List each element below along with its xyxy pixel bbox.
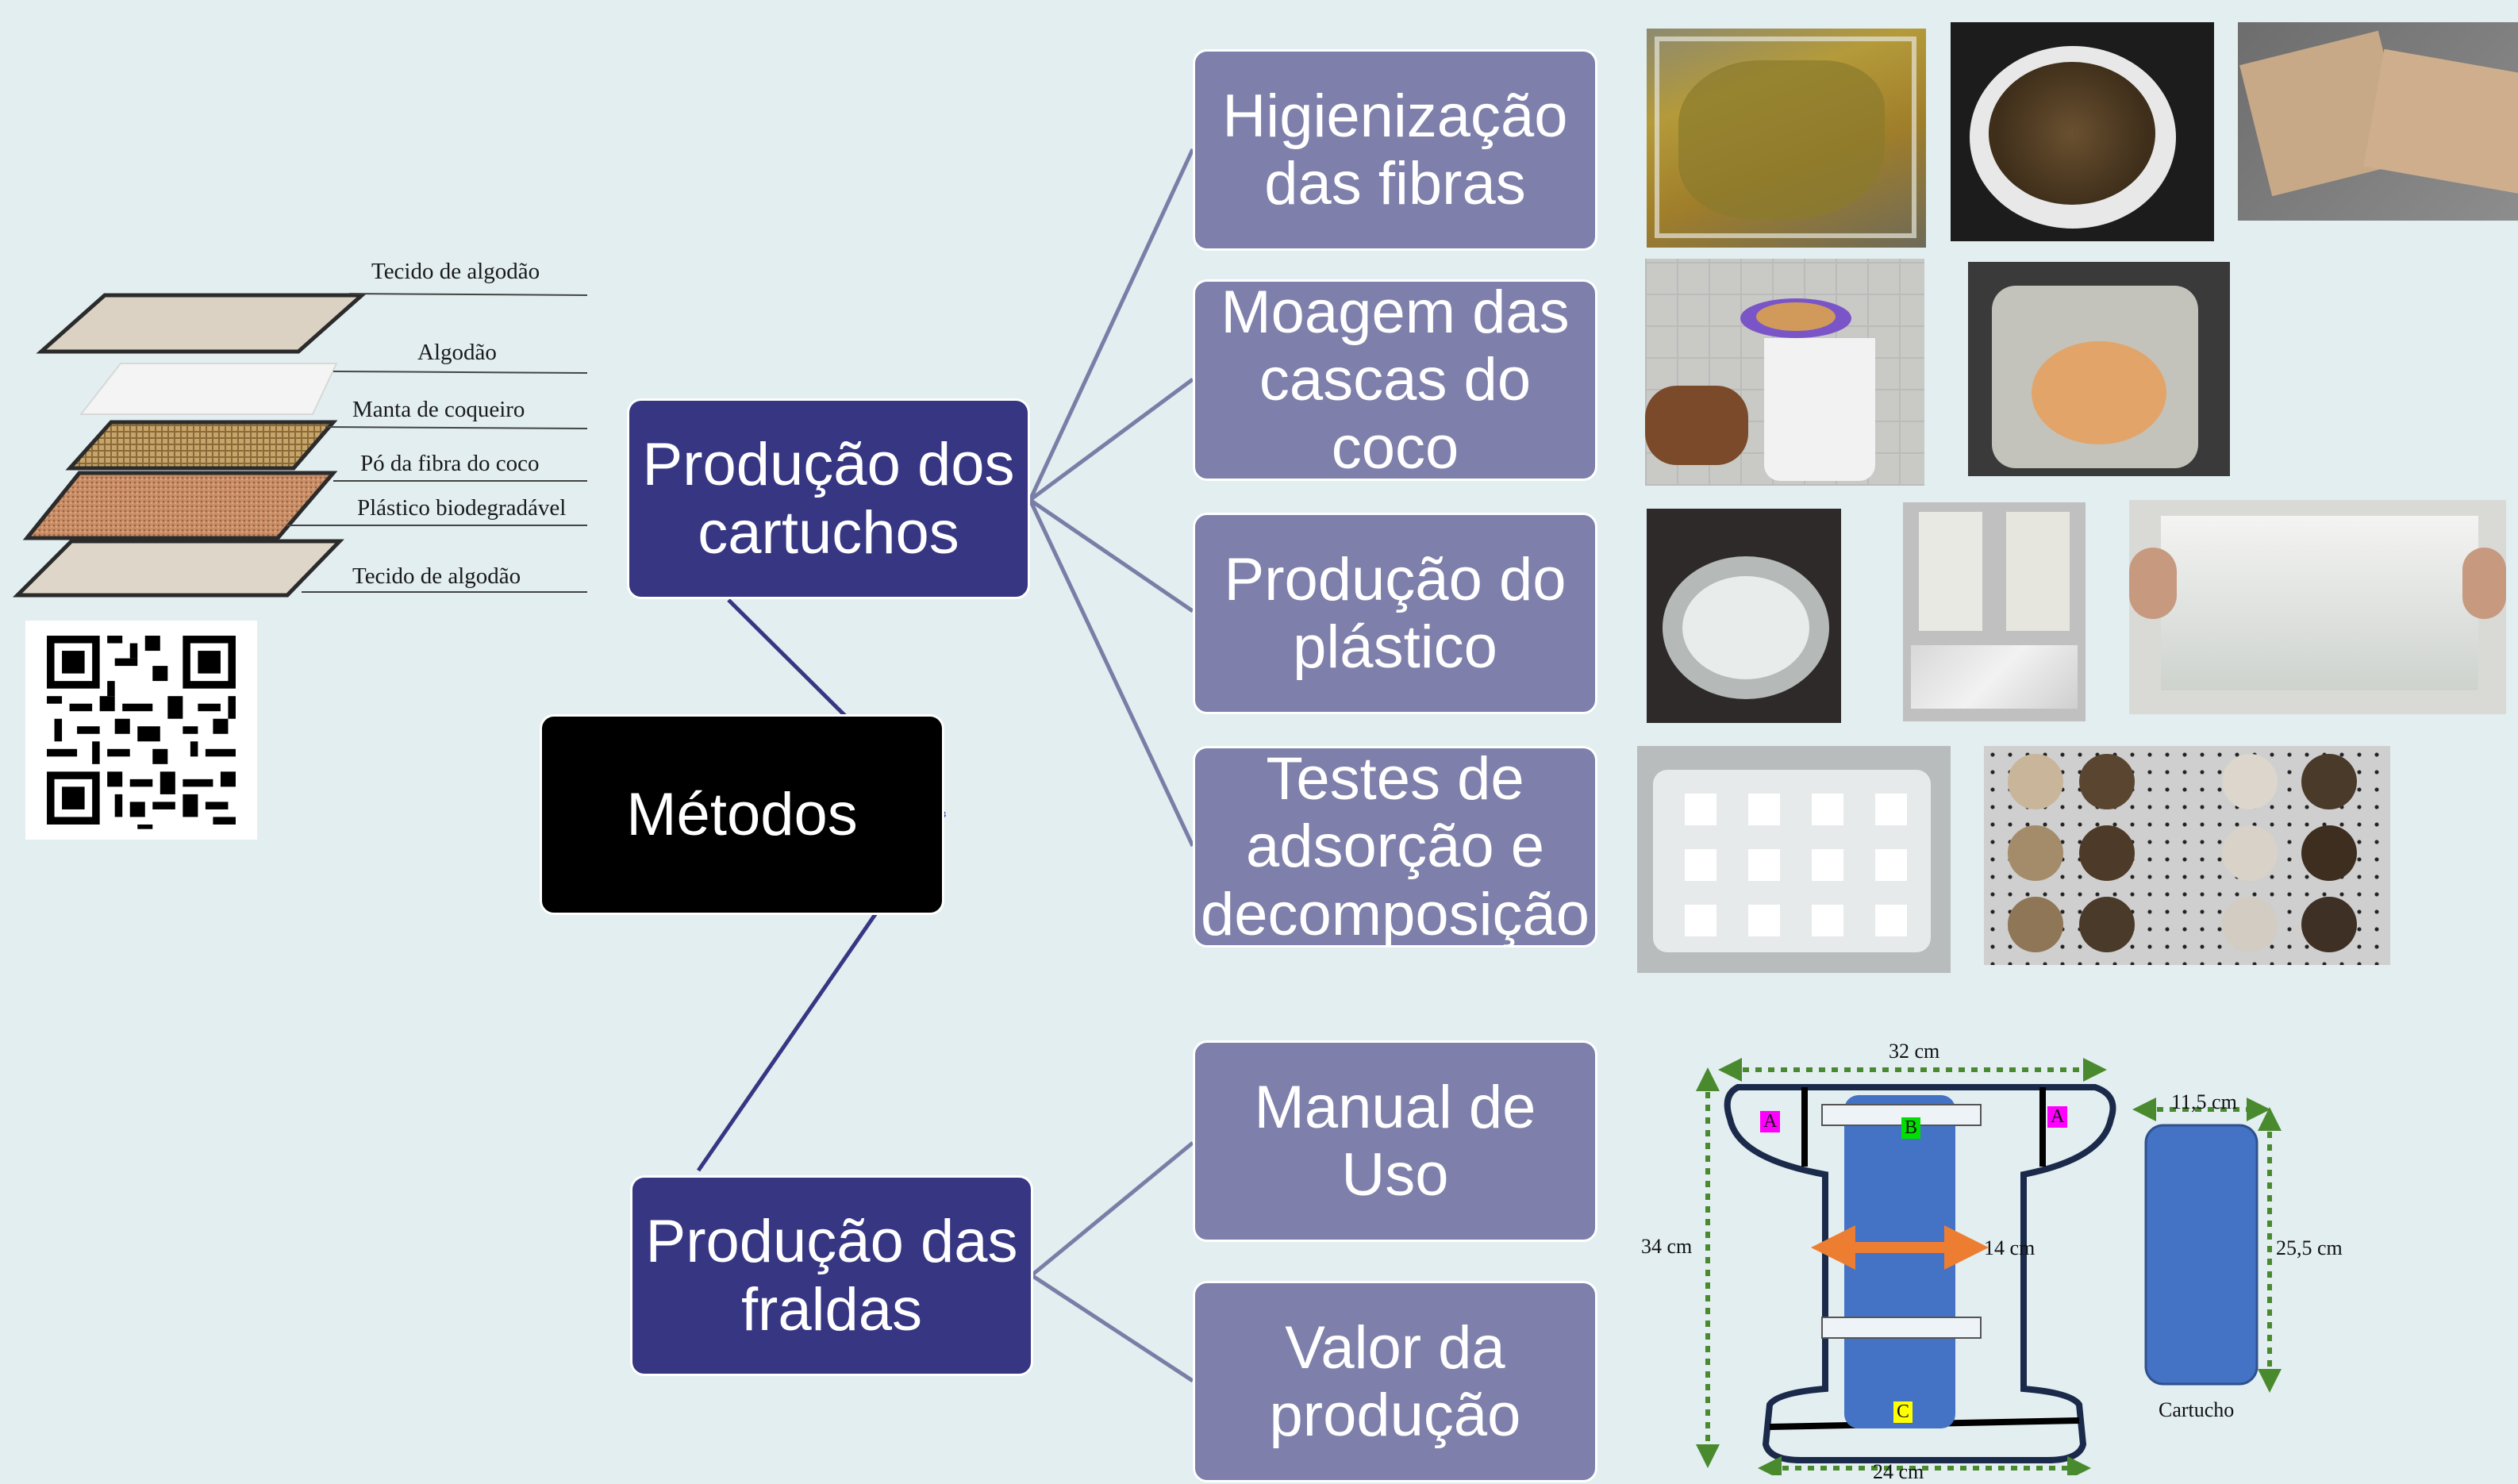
- photo-plastic-mixture-pan: [1647, 509, 1841, 723]
- layer-label-coconut-fiber-powder: Pó da fibra do coco: [360, 451, 540, 476]
- diaper-zone-c: C: [1893, 1401, 1913, 1423]
- photo-plastic-film: [2129, 500, 2506, 714]
- step-adsorption-decomposition-tests: Testes de adsorção e decomposição: [1193, 745, 1597, 948]
- layer-label-coconut-mat: Manta de coqueiro: [352, 397, 525, 422]
- diaper-height-label: 34 cm: [1641, 1235, 1693, 1258]
- layer-label-cotton: Algodão: [417, 340, 497, 365]
- diaper-production-box: Produção das fraldas: [630, 1175, 1033, 1376]
- step-coconut-husk-grinding: Moagem das cascas do coco: [1193, 279, 1597, 482]
- step-fiber-sanitization: Higienização das fibras: [1193, 49, 1597, 251]
- cartridge-width-label: 11,5 cm: [2171, 1090, 2237, 1113]
- diaper-outline-drawing: [1696, 1058, 2282, 1480]
- diaper-width-top-label: 32 cm: [1889, 1040, 1940, 1063]
- layer-label-top-fabric: Tecido de algodão: [371, 259, 540, 284]
- photo-fibers-in-colander: [1951, 22, 2214, 241]
- photo-sieving-powder: [1645, 259, 1924, 486]
- step-user-manual: Manual de Uso: [1193, 1040, 1597, 1242]
- photo-decomposition-petri-dishes: [1984, 746, 2390, 965]
- cartridge-caption: Cartucho: [2159, 1398, 2235, 1421]
- diaper-schematic: 32 cm 34 cm 14 cm 24 cm A A B C 11,5 cm …: [1619, 1032, 2365, 1483]
- cartridge-height-label: 25,5 cm: [2276, 1236, 2343, 1259]
- step-plastic-production: Produção do plástico: [1193, 513, 1597, 714]
- diaper-width-bottom-label: 24 cm: [1873, 1460, 1924, 1483]
- qr-code-pattern: [47, 636, 236, 829]
- photo-adsorption-samples-tray: [1637, 746, 1951, 973]
- photo-fibers-in-water: [1647, 29, 1926, 248]
- diaper-zone-b: B: [1901, 1117, 1921, 1139]
- photo-powder-in-beaker: [1968, 262, 2230, 476]
- diaper-zone-a-left: A: [1760, 1111, 1781, 1132]
- diaper-zone-a-right: A: [2047, 1106, 2068, 1128]
- qr-code[interactable]: [25, 621, 257, 840]
- layer-stack-illustration: [12, 293, 588, 598]
- step-production-cost: Valor da produção: [1193, 1281, 1597, 1482]
- photo-dried-fiber-sheets: [2238, 22, 2518, 221]
- photo-plastic-strips: [1903, 502, 2086, 721]
- layer-label-bottom-fabric: Tecido de algodão: [352, 563, 521, 589]
- diaper-inner-width-label: 14 cm: [1984, 1236, 2036, 1259]
- layer-diagram: Tecido de algodão Algodão Manta de coque…: [0, 238, 619, 611]
- methods-center-box: Métodos: [540, 714, 944, 915]
- cartridge-production-box: Produção dos cartuchos: [627, 398, 1030, 599]
- layer-label-biodegradable-plastic: Plástico biodegradável: [357, 495, 567, 521]
